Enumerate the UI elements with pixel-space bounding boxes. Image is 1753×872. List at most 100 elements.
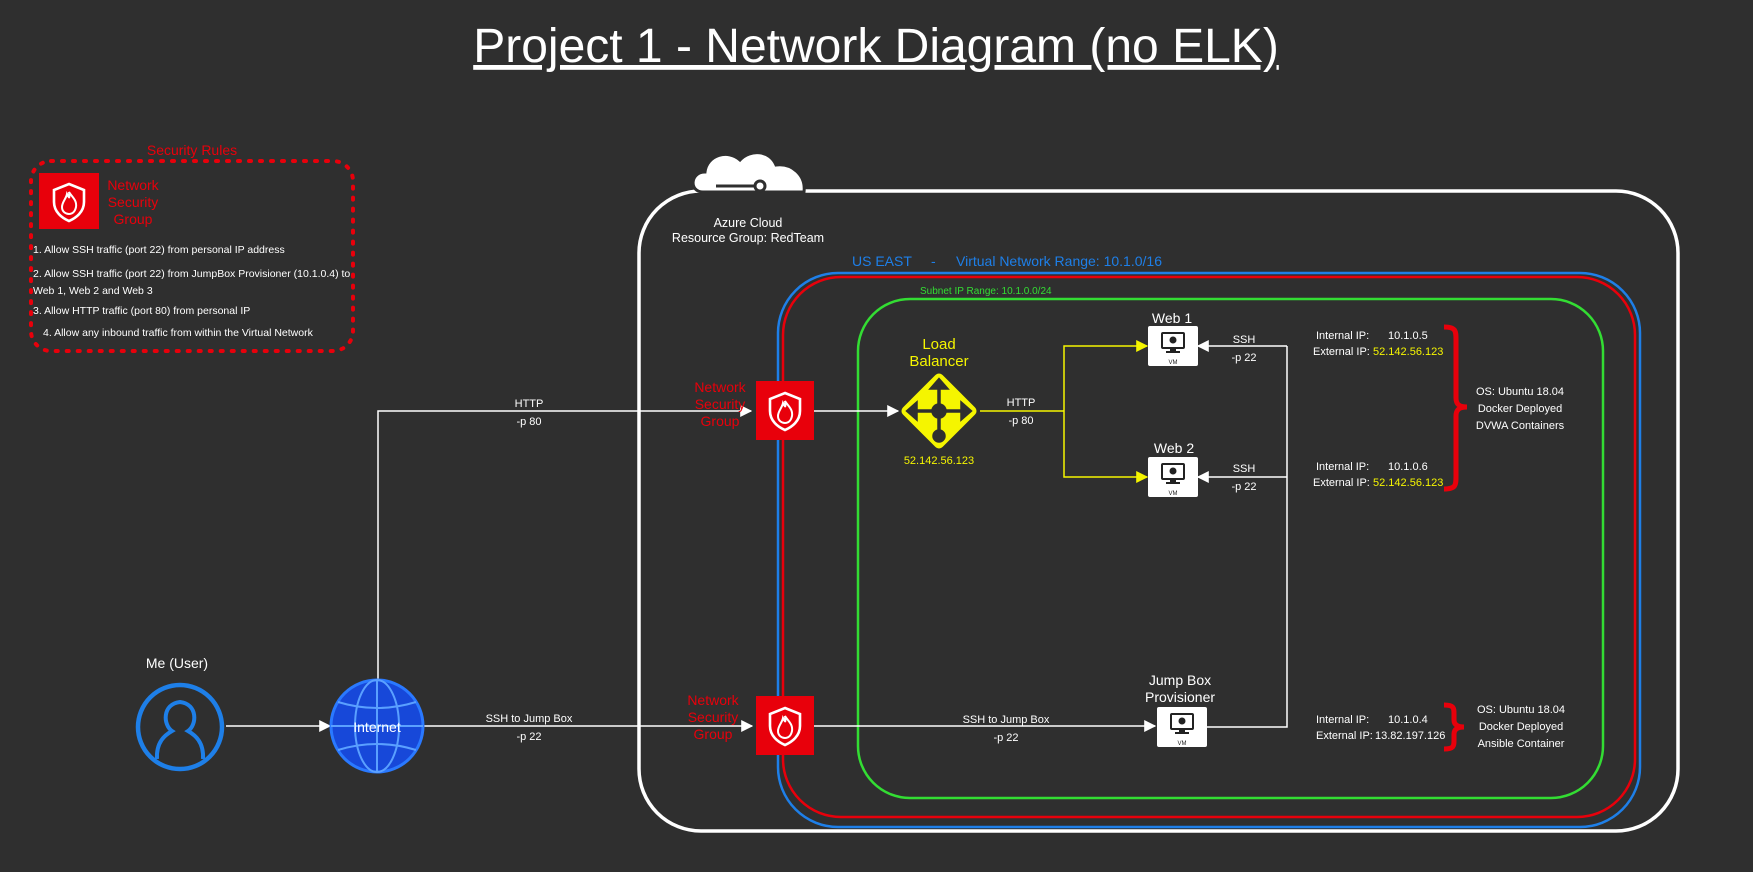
- jumpbox-node: Jump Box Provisioner VM Internal IP: 10.…: [1145, 672, 1445, 747]
- user-icon-ring: [135, 682, 225, 772]
- jumpbox-vm-box: [1157, 707, 1207, 747]
- jumpbox-external-ip: 13.82.197.126: [1375, 730, 1445, 742]
- web1-node: Web 1 VM Internal IP: 10.1.0.5 External …: [1148, 310, 1443, 366]
- ssh-jumpbox-port-left: -p 22: [516, 731, 541, 743]
- vnet-region: US EAST: [852, 253, 912, 269]
- internet-node: Internet: [329, 678, 425, 774]
- ssh-web1-port: -p 22: [1231, 352, 1256, 364]
- azure-cloud-border: [637, 189, 1680, 833]
- nsg-top-label-1: Network: [694, 379, 746, 395]
- nsg-top-label-2: Security: [695, 396, 746, 412]
- legend-nsg-label-2: Security: [108, 194, 159, 210]
- lb-to-web1-line: [1063, 340, 1149, 411]
- jumpbox-vm-badge: VM: [1178, 741, 1187, 747]
- user-label: Me (User): [146, 655, 208, 671]
- ssh-web1-label: SSH: [1233, 334, 1256, 346]
- internet-label: Internet: [353, 719, 401, 735]
- jump-os-line-1: OS: Ubuntu 18.04: [1477, 704, 1565, 716]
- nsg-top-label-3: Group: [701, 413, 740, 429]
- jumpbox-label-2: Provisioner: [1145, 689, 1215, 705]
- web2-internal-label: Internal IP:: [1316, 461, 1369, 473]
- user-icon: [154, 699, 206, 760]
- web1-label: Web 1: [1152, 310, 1192, 326]
- web1-internal-label: Internal IP:: [1316, 330, 1369, 342]
- web-os-line-2: Docker Deployed: [1478, 403, 1562, 415]
- nsg-top-node: Network Security Group: [694, 379, 814, 440]
- legend-title: Security Rules: [147, 142, 237, 158]
- subnet-border: [856, 297, 1605, 800]
- lb-to-web2-line: [1063, 411, 1149, 483]
- nsg-bottom-label-2: Security: [688, 709, 739, 725]
- lb-label-1: Load: [922, 336, 955, 353]
- connections: [226, 340, 1288, 732]
- subnet-range: Subnet IP Range: 10.1.0.0/24: [920, 286, 1052, 297]
- cloud-icon: [691, 151, 806, 194]
- web1-external-label: External IP:: [1313, 346, 1370, 358]
- http-link-line: [377, 405, 753, 681]
- jump-os-line-2: Docker Deployed: [1479, 721, 1563, 733]
- user-node: Me (User): [135, 655, 225, 772]
- lb-http-label: HTTP: [1007, 397, 1036, 409]
- lb-ip: 52.142.56.123: [904, 455, 974, 467]
- ssh-jumpbox-label-right: SSH to Jump Box: [963, 714, 1050, 726]
- ssh-jumpbox-label-left: SSH to Jump Box: [486, 713, 573, 725]
- vnet-red-border: [781, 275, 1637, 819]
- legend-nsg-label-1: Network: [107, 177, 159, 193]
- legend-rule-1: 1. Allow SSH traffic (port 22) from pers…: [33, 244, 285, 256]
- web1-internal-ip: 10.1.0.5: [1388, 330, 1428, 342]
- legend-border: [29, 159, 355, 353]
- web1-vm-badge: VM: [1169, 360, 1178, 366]
- ssh-jumpbox-port-right: -p 22: [993, 732, 1018, 744]
- web1-vm-box: [1148, 326, 1198, 366]
- jump-os-brace: [1443, 702, 1465, 752]
- jumpbox-ssh-trunk: [1207, 346, 1288, 728]
- azure-cloud-container: Azure Cloud Resource Group: RedTeam: [637, 151, 1680, 833]
- resource-group-label: Resource Group: RedTeam: [672, 231, 824, 245]
- vnet-blue-border: [776, 271, 1642, 829]
- link-labels: HTTP -p 80 SSH to Jump Box -p 22 SSH to …: [486, 334, 1257, 744]
- lb-arrows-icon: [905, 377, 973, 443]
- nsg-bottom-label-3: Group: [694, 726, 733, 742]
- vnet-separator: -: [931, 253, 936, 269]
- legend-rule-2: 2. Allow SSH traffic (port 22) from Jump…: [33, 268, 350, 280]
- page-title: Project 1 - Network Diagram (no ELK): [473, 20, 1279, 73]
- security-rules-legend: Security Rules Network Security Group 1.…: [29, 142, 355, 353]
- jumpbox-internal-label: Internal IP:: [1316, 714, 1369, 726]
- web-os-info: OS: Ubuntu 18.04 Docker Deployed DVWA Co…: [1476, 386, 1565, 432]
- legend-rule-4: 4. Allow any inbound traffic from within…: [43, 327, 314, 339]
- web2-node: Web 2 VM Internal IP: 10.1.0.6 External …: [1148, 440, 1443, 497]
- nsg-bottom-label-1: Network: [687, 692, 739, 708]
- web2-external-ip: 52.142.56.123: [1373, 477, 1443, 489]
- subnet: Subnet IP Range: 10.1.0.0/24: [856, 286, 1605, 800]
- web2-vm-badge: VM: [1169, 491, 1178, 497]
- virtual-network: US EAST - Virtual Network Range: 10.1.0/…: [776, 253, 1642, 829]
- lb-label-2: Balancer: [909, 353, 968, 370]
- ssh-web2-label: SSH: [1233, 463, 1256, 475]
- jumpbox-label-1: Jump Box: [1149, 672, 1211, 688]
- web2-vm-box: [1148, 457, 1198, 497]
- nsg-bottom-node: Network Security Group: [687, 692, 814, 755]
- azure-cloud-name: Azure Cloud: [714, 216, 783, 230]
- web-os-line-1: OS: Ubuntu 18.04: [1476, 386, 1564, 398]
- jump-os-info: OS: Ubuntu 18.04 Docker Deployed Ansible…: [1477, 704, 1565, 750]
- jumpbox-internal-ip: 10.1.0.4: [1388, 714, 1428, 726]
- web1-external-ip: 52.142.56.123: [1373, 346, 1443, 358]
- web2-internal-ip: 10.1.0.6: [1388, 461, 1428, 473]
- jumpbox-external-label: External IP:: [1316, 730, 1373, 742]
- lb-http-port-label: -p 80: [1008, 415, 1033, 427]
- web-os-line-3: DVWA Containers: [1476, 420, 1565, 432]
- web2-external-label: External IP:: [1313, 477, 1370, 489]
- vnet-range: Virtual Network Range: 10.1.0/16: [956, 253, 1162, 269]
- http-label: HTTP: [515, 398, 544, 410]
- web2-label: Web 2: [1154, 440, 1194, 456]
- ssh-web2-port: -p 22: [1231, 481, 1256, 493]
- jump-os-line-3: Ansible Container: [1478, 738, 1565, 750]
- legend-nsg-label-3: Group: [114, 211, 153, 227]
- legend-rule-3: 3. Allow HTTP traffic (port 80) from per…: [33, 305, 250, 317]
- legend-rule-2-cont: Web 1, Web 2 and Web 3: [33, 285, 153, 297]
- web-os-brace: [1443, 324, 1468, 492]
- http-port-label: -p 80: [516, 416, 541, 428]
- load-balancer-node: Load Balancer 52.142.56.123: [901, 336, 977, 467]
